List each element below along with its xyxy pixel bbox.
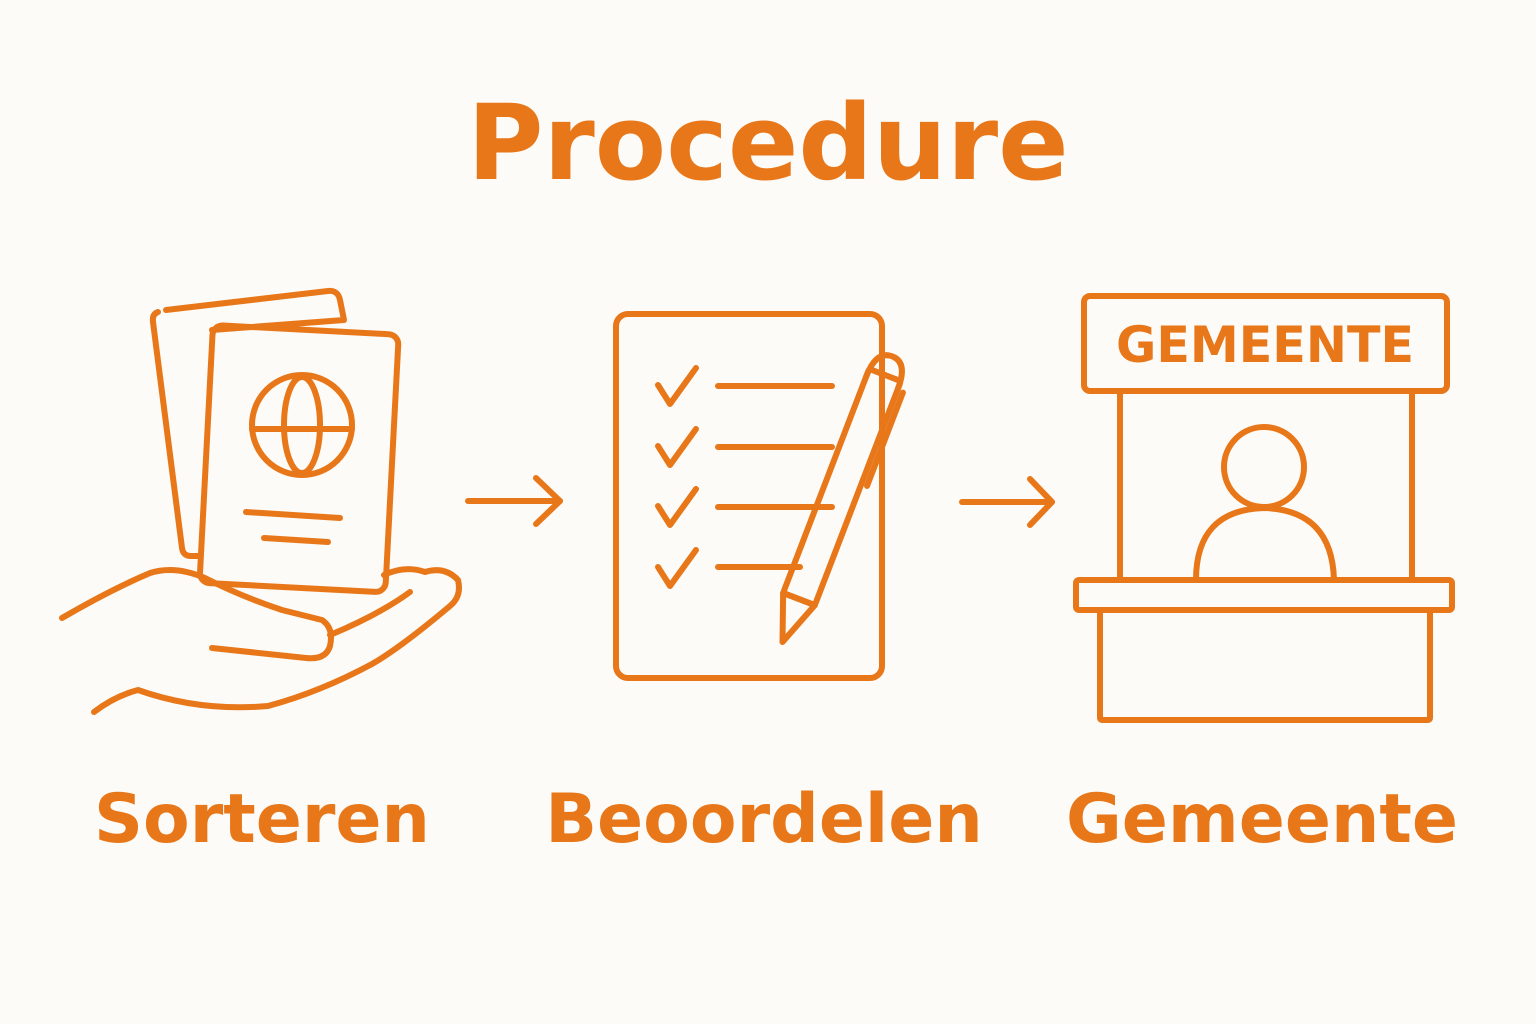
clipboard-shape	[613, 311, 885, 681]
step-label-sorteren: Sorteren	[94, 780, 430, 859]
person-icon	[1193, 424, 1337, 583]
globe-icon	[249, 372, 355, 478]
checklist-with-pencil-icon	[613, 311, 906, 681]
back-passport-shape	[149, 287, 347, 559]
front-passport-shape	[197, 322, 402, 595]
counter-top	[1073, 577, 1455, 613]
hand-holding-passports-icon	[59, 287, 462, 715]
counter-body	[1097, 607, 1433, 723]
diagram-title: Procedure	[467, 82, 1069, 204]
municipality-counter-icon: GEMEENTE	[1073, 293, 1455, 723]
hand-shape	[59, 566, 334, 662]
check-icon	[655, 486, 835, 528]
hand-thumb	[327, 589, 413, 638]
sign-text: GEMEENTE	[1116, 316, 1414, 374]
check-icon	[655, 547, 803, 589]
hand-fingers	[91, 566, 462, 715]
arrow-right-icon	[959, 476, 1055, 528]
passport-line	[243, 509, 343, 521]
passport-line	[261, 535, 331, 545]
check-icon	[655, 426, 835, 468]
arrow-right-icon	[465, 475, 563, 527]
step-label-gemeente: Gemeente	[1065, 780, 1459, 859]
check-icon	[655, 365, 835, 407]
sign-board	[1081, 293, 1450, 394]
step-label-beoordelen: Beoordelen	[545, 780, 983, 859]
pencil-icon	[779, 352, 906, 646]
